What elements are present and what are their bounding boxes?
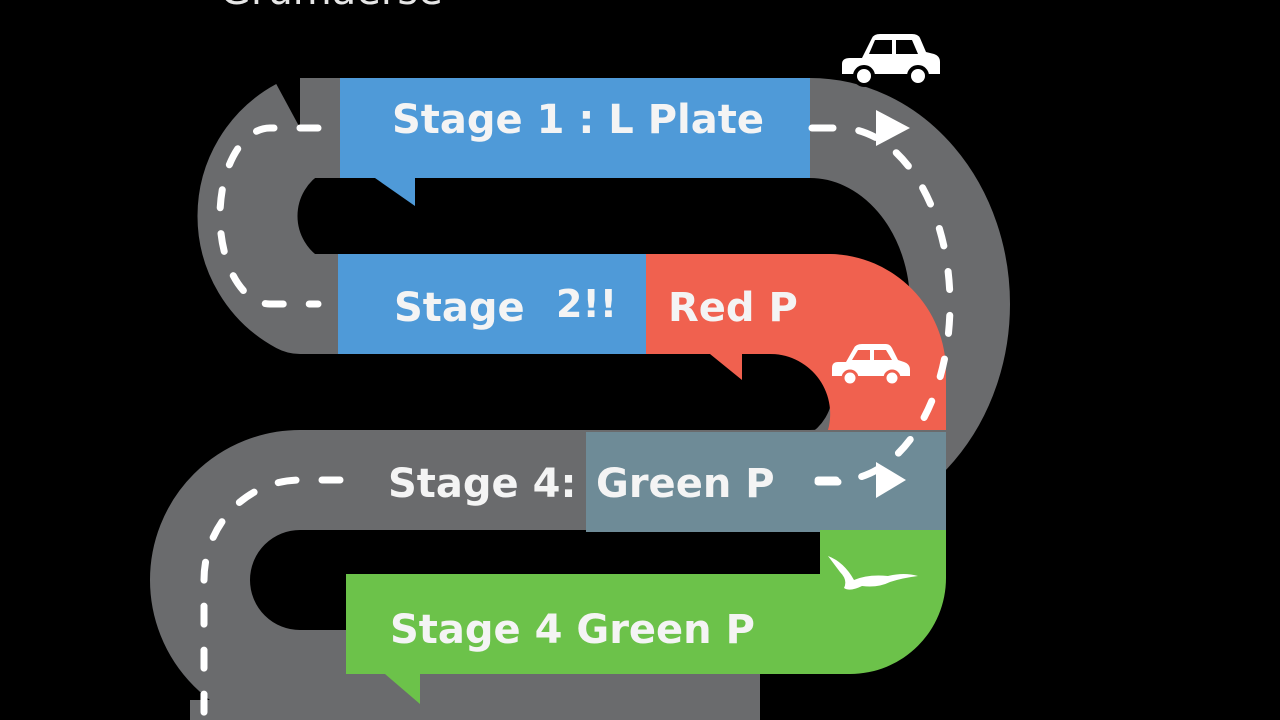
stage-1-label: Stage 1 : L Plate — [392, 97, 764, 143]
stage-4-green-segment — [346, 530, 946, 704]
stage-1-segment — [340, 78, 810, 206]
car-icon — [832, 344, 910, 387]
arrow-right-icon — [876, 110, 910, 146]
bird-icon — [828, 556, 918, 590]
stage-4-road-segment — [586, 432, 946, 532]
arrow-right-icon — [876, 462, 906, 498]
stage-4-label-prefix: Stage 4: — [388, 461, 576, 507]
stage-5-label: Stage 4 Green P — [390, 607, 755, 653]
stage-2-label: Stage — [394, 285, 525, 331]
lane-dash-lower-loop — [200, 476, 344, 720]
lane-markings — [200, 124, 954, 720]
stage-4-label-suffix: Green P — [596, 461, 775, 507]
stage-2-segment — [338, 254, 646, 354]
header-title: Grumaerse — [220, 0, 443, 14]
stage-3-segment — [646, 254, 946, 430]
stage-3-label: Red P — [668, 285, 798, 331]
stage-2-number-glyph: 2!! — [556, 282, 617, 326]
car-icon — [842, 34, 940, 87]
